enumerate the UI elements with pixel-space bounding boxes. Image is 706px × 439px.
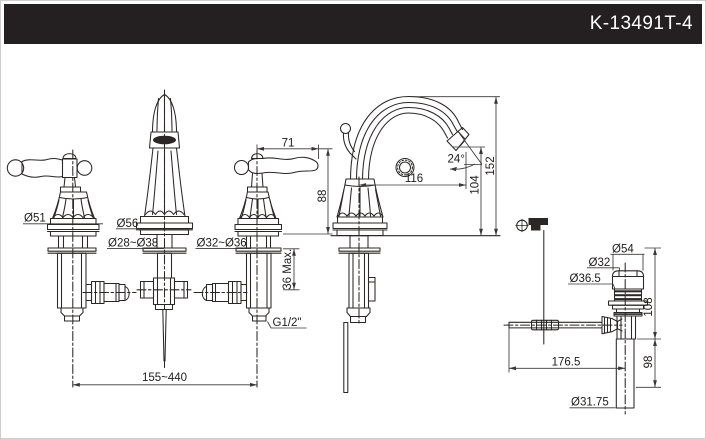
spout-side-dims: 116 24° 104 152 <box>359 96 500 236</box>
dim-spout-reach: 116 <box>405 173 423 185</box>
drain-dims: Ø54 Ø32 Ø36.5 108 98 176.5 <box>508 243 661 409</box>
left-handle-dims: Ø51 <box>23 213 103 225</box>
model-number: K-13491T-4 <box>589 13 693 34</box>
dim-side-hole-dia: Ø32~Ø36 <box>197 238 247 250</box>
dim-drain-body-height: 108 <box>643 297 655 316</box>
dim-handle-length: 71 <box>282 137 295 149</box>
dim-left-handle-dia: Ø51 <box>24 213 46 225</box>
spout-side-view <box>330 95 501 394</box>
dim-supply-thread: G1/2" <box>273 317 302 329</box>
dim-deck-thickness: 36 Max. <box>282 249 294 290</box>
spout-front-view <box>135 89 194 369</box>
left-handle-front-view <box>6 149 137 388</box>
title-bar: K-13491T-4 <box>4 4 702 44</box>
dim-spout-base-dia: Ø56 <box>117 218 139 230</box>
dim-centers-spacing: 155~440 <box>142 372 187 384</box>
dim-handle-height: 88 <box>317 190 329 203</box>
spout-front-dims: Ø56 Ø28~Ø38 <box>107 218 164 250</box>
dim-spout-height: 152 <box>485 156 497 175</box>
dim-drain-stopper-dia: Ø32 <box>589 257 611 269</box>
dim-tailpiece-dia: Ø31.75 <box>571 397 609 409</box>
dim-lift-rod-horizontal: 176.5 <box>552 357 581 369</box>
drain-assembly-view <box>503 218 649 415</box>
technical-drawing: Ø51 <box>6 89 661 415</box>
dim-drain-hole-dia: Ø36.5 <box>570 273 601 285</box>
dim-drain-flange-dia: Ø54 <box>612 243 634 255</box>
dim-tailpiece-length: 98 <box>643 356 655 369</box>
side-handle-view <box>193 149 319 388</box>
dim-spout-angle: 24° <box>448 154 465 166</box>
dim-center-hole-dia: Ø28~Ø38 <box>108 238 158 250</box>
side-handle-dims: Ø32~Ø36 G1/2" 71 88 36 Max. <box>72 137 333 387</box>
dim-outlet-height: 104 <box>470 175 482 195</box>
